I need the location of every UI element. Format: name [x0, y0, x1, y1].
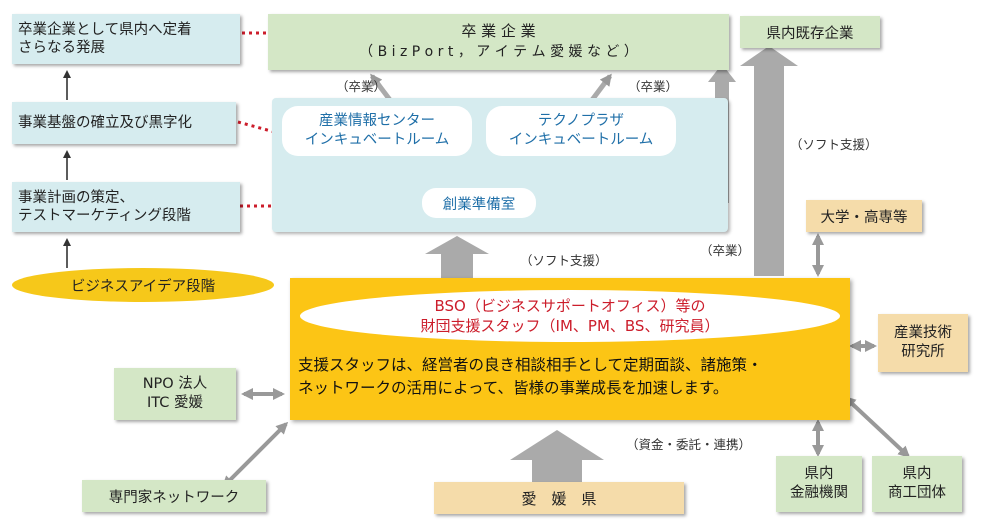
npo-box: NPO 法人 ITC 愛媛: [114, 368, 236, 420]
banks-line2: 金融機関: [790, 485, 848, 501]
room2-line1: テクノプラザ: [537, 113, 625, 129]
grad-arrow-left: [370, 73, 392, 102]
dotted-connector-2: [237, 120, 283, 136]
npo-line2: ITC 愛媛: [146, 395, 204, 411]
incubation-room-info-center: 産業情報センター インキュベートルーム: [282, 106, 472, 156]
stage-planning-box: 事業計画の策定、 テストマーケティング段階: [12, 182, 240, 232]
ehime-to-bso-arrow: [510, 430, 604, 460]
stage-idea-ellipse: ビジネスアイデア段階: [12, 268, 274, 302]
financial-institutions-box: 県内 金融機関: [776, 456, 862, 512]
stage-foundation-box: 事業基盤の確立及び黒字化: [12, 102, 236, 144]
ehime-prefecture-label: 愛 媛 県: [521, 489, 597, 508]
institute-line2: 研究所: [901, 344, 945, 360]
bso-description: 支援スタッフは、経営者の良き相談相手として定期面談、諸施策・ ネットワークの活用…: [298, 354, 844, 400]
incubation-room-technoplaza: テクノプラザ インキュベートルーム: [486, 106, 676, 156]
bso-description-line1: 支援スタッフは、経営者の良き相談相手として定期面談、諸施策・: [298, 356, 763, 374]
npo-line1: NPO 法人: [142, 376, 208, 392]
commerce-groups-box: 県内 商工団体: [872, 456, 962, 512]
bso-title-line2: 財団支援スタッフ（IM、PM、BS、研究員）: [420, 317, 720, 335]
graduation-label-existing: （卒業）: [700, 243, 751, 258]
bso-title-ellipse: BSO（ビジネスサポートオフィス）等の 財団支援スタッフ（IM、PM、BS、研究…: [300, 290, 840, 342]
commerce-line1: 県内: [902, 466, 932, 482]
stage-graduation-box: 卒業企業として県内へ定着 さらなる発展: [12, 14, 240, 64]
graduation-label-left: （卒業）: [336, 79, 387, 94]
stage-graduation-line1: 卒業企業として県内へ定着: [18, 22, 192, 38]
stage-foundation-label: 事業基盤の確立及び黒字化: [18, 115, 192, 131]
bso-to-existing-arrow: [740, 46, 798, 66]
room2-line2: インキュベートルーム: [508, 132, 654, 148]
graduates-title: 卒 業 企 業: [461, 22, 536, 40]
startup-prep-label: 創業準備室: [442, 196, 516, 213]
existing-companies-box: 県内既存企業: [740, 16, 880, 48]
commerce-arrow: [843, 395, 911, 459]
expert-network-box: 専門家ネットワーク: [82, 480, 266, 512]
funding-label: （資金・委託・連携）: [626, 437, 752, 452]
graduation-label-right: （卒業）: [628, 79, 679, 94]
stage-graduation-line2: さらなる発展: [18, 40, 105, 56]
banks-line1: 県内: [804, 466, 834, 482]
soft-support-label-incubation: （ソフト支援）: [520, 253, 608, 268]
existing-companies-label: 県内既存企業: [766, 25, 854, 42]
stage-planning-line1: 事業計画の策定、: [18, 190, 134, 206]
institute-line1: 産業技術: [894, 325, 952, 341]
expert-network-label: 専門家ネットワーク: [108, 489, 240, 506]
commerce-line2: 商工団体: [888, 485, 946, 501]
grad-arrow-right: [590, 73, 612, 102]
experts-arrow: [221, 421, 289, 489]
bso-to-incubation-arrow: [425, 236, 489, 254]
bso-title-line1: BSO（ビジネスサポートオフィス）等の: [434, 297, 706, 315]
bso-description-line2: ネットワークの活用によって、皆様の事業成長を加速します。: [298, 379, 729, 397]
stage-idea-label: ビジネスアイデア段階: [70, 278, 216, 295]
soft-support-label-existing: （ソフト支援）: [790, 137, 878, 152]
room1-line2: インキュベートルーム: [304, 132, 450, 148]
graduates-box: 卒 業 企 業 （ B i z P o r t ， ア イ テ ム 愛 媛 な …: [268, 14, 729, 70]
room1-line1: 産業情報センター: [318, 113, 435, 129]
startup-prep-room: 創業準備室: [422, 188, 536, 218]
university-box: 大学・高専等: [806, 200, 922, 232]
university-label: 大学・高専等: [820, 209, 908, 226]
ehime-prefecture-box: 愛 媛 県: [434, 482, 684, 514]
graduates-examples: （ B i z P o r t ， ア イ テ ム 愛 媛 な ど ）: [359, 44, 638, 60]
stage-planning-line2: テストマーケティング段階: [18, 208, 191, 224]
research-institute-box: 産業技術 研究所: [878, 314, 968, 372]
